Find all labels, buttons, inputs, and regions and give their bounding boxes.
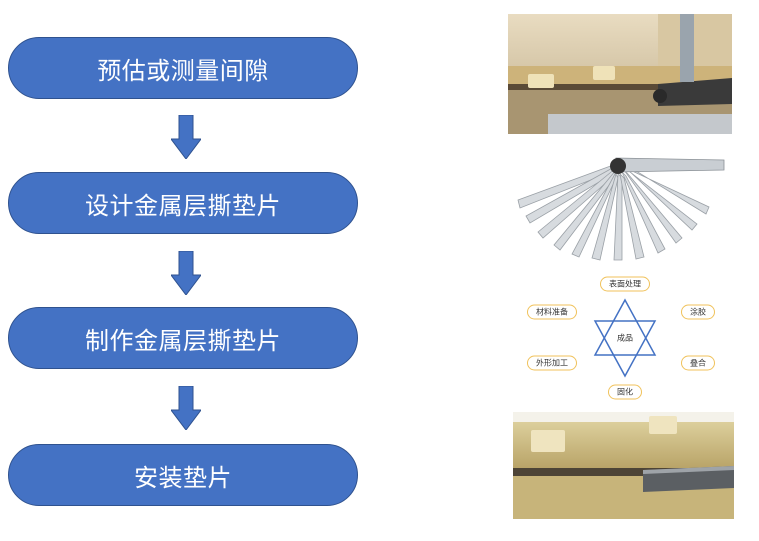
flow-step-3: 制作金属层撕垫片 xyxy=(8,307,358,369)
process-node-lamination: 叠合 xyxy=(681,355,715,371)
process-center-label: 成品 xyxy=(617,333,633,343)
flow-step-2-label: 设计金属层撕垫片 xyxy=(85,191,281,220)
flow-step-3-label: 制作金属层撕垫片 xyxy=(85,326,281,355)
flow-step-2: 设计金属层撕垫片 xyxy=(8,172,358,234)
process-node-shaping: 外形加工 xyxy=(527,355,577,371)
process-node-material-prep: 材料准备 xyxy=(527,304,577,320)
flow-step-1: 预估或测量间隙 xyxy=(8,37,358,99)
process-node-curing: 固化 xyxy=(608,384,642,400)
installed-shim-photo xyxy=(513,412,734,519)
gap-measurement-photo xyxy=(508,14,732,134)
process-node-gluing: 涂胶 xyxy=(681,304,715,320)
process-node-surface-treatment: 表面处理 xyxy=(600,276,650,292)
down-arrow-icon xyxy=(171,115,201,159)
process-diagram: 成品 表面处理 涂胶 叠合 固化 外形加工 材料准备 xyxy=(520,270,730,405)
flow-step-4: 安装垫片 xyxy=(8,444,358,506)
feeler-gauge-photo xyxy=(512,150,732,262)
down-arrow-icon xyxy=(171,251,201,295)
flow-step-4-label: 安装垫片 xyxy=(134,463,232,492)
flow-step-1-label: 预估或测量间隙 xyxy=(97,56,269,85)
down-arrow-icon xyxy=(171,386,201,430)
